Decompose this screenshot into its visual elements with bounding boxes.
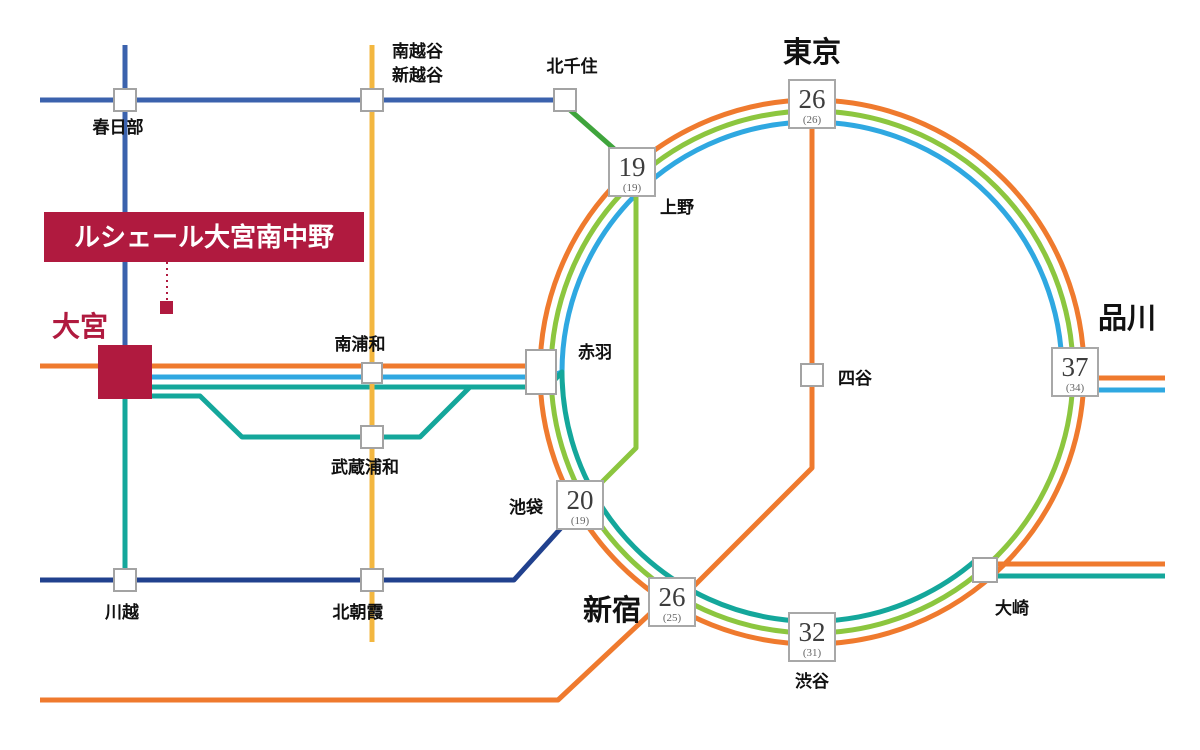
station-box-kawagoe	[113, 568, 137, 592]
time-paren-shinagawa: (34)	[1066, 382, 1085, 394]
rail-chuo-line	[678, 126, 815, 602]
time-badge-box-shinjuku	[648, 577, 696, 627]
time-min-ikebukuro: 20	[567, 485, 594, 515]
time-min-shibuya: 32	[799, 617, 826, 647]
time-min-shinagawa: 37	[1062, 352, 1089, 382]
rail-kitasenju-ueno-green	[568, 108, 622, 156]
rail-saikyo-dip-musashi-urawa	[150, 385, 472, 440]
station-label-tokyo: 東京	[783, 35, 841, 69]
time-min-tokyo: 26	[799, 84, 826, 114]
property-marker: ルシェール大宮南中野	[44, 212, 364, 399]
time-badge-tokyo: 26 (26)	[788, 79, 836, 129]
station-label-kita-asaka: 北朝霞	[333, 602, 385, 622]
time-badge-shinjuku: 26 (25)	[648, 577, 696, 627]
station-label-ueno: 上野	[660, 198, 694, 217]
time-paren-ueno: (19)	[623, 182, 642, 194]
station-label-shinjuku: 新宿	[583, 593, 641, 627]
station-label-shin-koshigaya: 新越谷	[392, 65, 444, 85]
time-badges: 19 (19) 26 (26) 37 (34) 20 (19) 26 (25) …	[556, 79, 1099, 662]
station-label-yotsuya: 四谷	[838, 369, 873, 388]
station-box-musashi-urawa	[360, 425, 384, 449]
station-label-kita-senju: 北千住	[547, 56, 598, 76]
station-label-kasukabe: 春日部	[93, 117, 144, 137]
time-badge-box-ueno	[608, 147, 656, 197]
time-badge-ikebukuro: 20 (19)	[556, 480, 604, 530]
station-box-kita-senju	[553, 88, 577, 112]
time-badge-box-shinagawa	[1051, 347, 1099, 397]
station-box-yotsuya	[800, 363, 824, 387]
station-box-osaki	[972, 557, 998, 583]
property-location-square	[160, 301, 173, 314]
station-labels: 大宮 春日部 南越谷 新越谷 北千住 南浦和 武蔵浦和 赤羽 北朝霞 川越 四谷…	[52, 35, 1156, 691]
time-paren-ikebukuro: (19)	[571, 515, 590, 527]
property-name-label: ルシェール大宮南中野	[74, 222, 334, 252]
station-box-akabane	[525, 349, 557, 395]
station-label-omiya: 大宮	[52, 310, 108, 343]
station-box-kasukabe	[113, 88, 137, 112]
time-min-shinjuku: 26	[659, 582, 686, 612]
property-name-banner	[44, 212, 364, 262]
time-badge-box-shibuya	[788, 612, 836, 662]
station-label-musashi-urawa: 武蔵浦和	[331, 457, 399, 477]
station-label-osaki: 大崎	[995, 598, 1029, 618]
time-badge-shibuya: 32 (31)	[788, 612, 836, 662]
station-label-shinagawa: 品川	[1098, 303, 1156, 335]
station-box-minami-urawa	[361, 362, 383, 384]
station-box-kita-asaka	[360, 568, 384, 592]
rail-shonan-southwest-orange	[40, 608, 656, 703]
time-paren-tokyo: (26)	[803, 114, 822, 126]
time-paren-shibuya: (31)	[803, 647, 822, 659]
station-label-kawagoe: 川越	[104, 602, 140, 622]
rail-shonan-teal	[150, 369, 978, 624]
time-badge-ueno: 19 (19)	[608, 147, 656, 197]
station-label-ikebukuro: 池袋	[509, 497, 544, 517]
station-boxes	[113, 88, 998, 592]
time-badge-box-tokyo	[788, 79, 836, 129]
station-label-minami-koshigaya: 南越谷	[392, 41, 444, 61]
time-badge-box-ikebukuro	[556, 480, 604, 530]
station-label-shibuya: 渋谷	[795, 671, 830, 691]
time-badge-shinagawa: 37 (34)	[1051, 347, 1099, 397]
station-label-minami-urawa: 南浦和	[335, 334, 386, 354]
station-label-akabane: 赤羽	[578, 342, 612, 362]
omiya-station-square	[98, 345, 152, 399]
rail-lines	[40, 45, 1165, 703]
rail-tojo-line	[40, 516, 572, 583]
time-paren-shinjuku: (25)	[663, 612, 682, 624]
time-min-ueno: 19	[619, 152, 646, 182]
station-box-minami-koshigaya	[360, 88, 384, 112]
